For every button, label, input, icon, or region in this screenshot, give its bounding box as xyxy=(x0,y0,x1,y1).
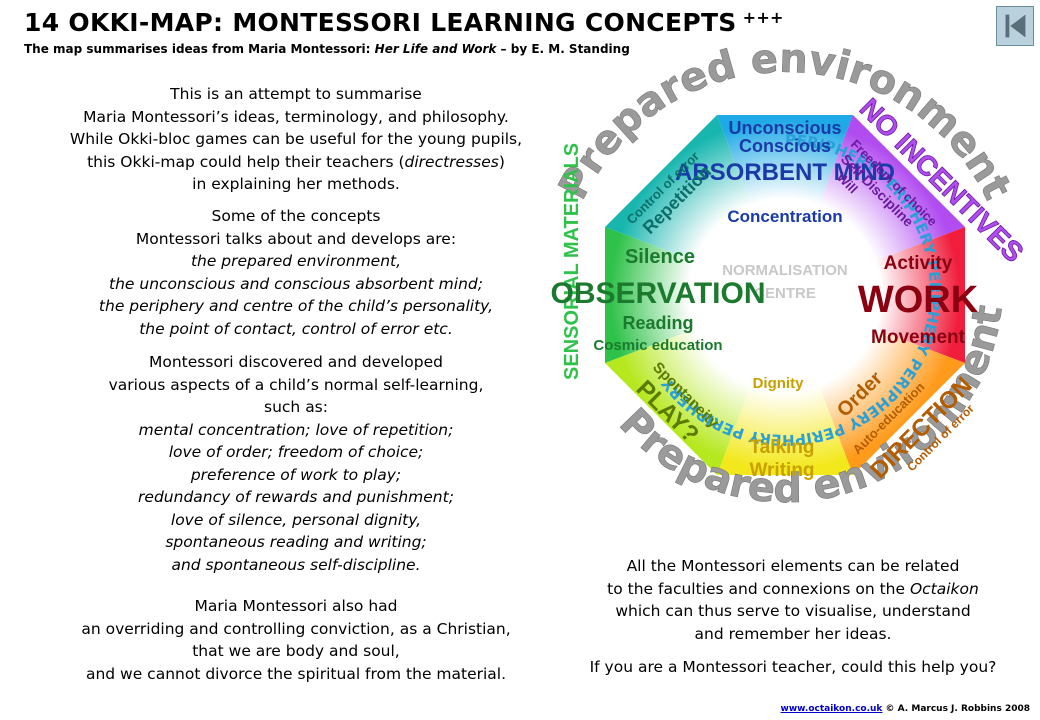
intro-paragraph: This is an attempt to summarise Maria Mo… xyxy=(36,83,556,196)
aspects-intro-line: various aspects of a child’s normal self… xyxy=(108,375,484,394)
conviction-line: that we are body and soul, xyxy=(192,642,400,660)
centre-label-1: NORMALISATION xyxy=(722,262,848,279)
concentration-label: Concentration xyxy=(727,207,842,226)
subtitle-book: Her Life and Work xyxy=(374,42,497,56)
aspect-item: redundancy of rewards and punishment; xyxy=(138,488,454,506)
conviction-paragraph: Maria Montessori also had an overriding … xyxy=(36,595,556,685)
aspect-item: spontaneous reading and writing; xyxy=(165,533,427,551)
question-text: If you are a Montessori teacher, could t… xyxy=(589,658,997,676)
writing-label: Writing xyxy=(749,460,814,481)
activity-label: Activity xyxy=(884,253,953,274)
back-button[interactable] xyxy=(996,6,1034,46)
copyright-text: © A. Marcus J. Robbins 2008 xyxy=(882,704,1030,714)
aspect-item: love of order; freedom of choice; xyxy=(168,443,424,461)
intro-line: this Okki-map could help their teachers … xyxy=(87,152,505,171)
talking-label: Talking xyxy=(749,437,814,458)
concept-item: the periphery and centre of the child’s … xyxy=(98,297,494,315)
conviction-line: an overriding and controlling conviction… xyxy=(81,619,511,638)
octaikon-diagram: Prepared environment Prepared environmen… xyxy=(550,35,1030,512)
centre-label-2: CENTRE xyxy=(754,285,816,302)
octaikon-link[interactable]: www.octaikon.co.uk xyxy=(780,704,883,714)
page-title: 14 OKKI-MAP: MONTESSORI LEARNING CONCEPT… xyxy=(24,8,784,37)
conviction-line: and we cannot divorce the spiritual from… xyxy=(85,664,507,683)
aspect-item: love of silence, personal dignity, xyxy=(170,510,422,529)
title-suffix: +++ xyxy=(742,8,784,27)
conviction-line: Maria Montessori also had xyxy=(194,597,398,615)
intro-line: While Okki-bloc games can be useful for … xyxy=(69,130,523,148)
page-subtitle: The map summarises ideas from Maria Mont… xyxy=(24,42,630,56)
concept-item: the unconscious and conscious absorbent … xyxy=(109,274,483,293)
aspects-intro-line: such as: xyxy=(264,398,328,416)
octaikon-line: which can thus serve to visualise, under… xyxy=(615,602,971,620)
concept-item: the point of contact, control of error e… xyxy=(139,319,453,338)
work-label: WORK xyxy=(858,279,979,321)
subtitle-prefix: The map summarises ideas from Maria Mont… xyxy=(24,42,375,56)
observation-label: OBSERVATION xyxy=(550,277,765,310)
aspects-paragraph: Montessori discovered and developed vari… xyxy=(36,351,556,576)
title-text: 14 OKKI-MAP: MONTESSORI LEARNING CONCEPT… xyxy=(24,8,737,37)
intro-line: This is an attempt to summarise xyxy=(170,85,422,103)
octaikon-paragraph: All the Montessori elements can be relat… xyxy=(548,555,1038,645)
sensorial-materials-label: SENSORIAL MATERIALS xyxy=(561,143,583,380)
cosmic-education-label: Cosmic education xyxy=(593,337,722,354)
aspects-intro-line: Montessori discovered and developed xyxy=(149,353,443,371)
unconscious-label: Unconscious xyxy=(728,118,841,138)
centre-glow xyxy=(610,120,960,470)
concepts-intro-line: Montessori talks about and develops are: xyxy=(135,229,457,248)
dignity-label: Dignity xyxy=(753,375,804,392)
octaikon-line: All the Montessori elements can be relat… xyxy=(626,557,960,575)
footer-credit: www.octaikon.co.uk © A. Marcus J. Robbin… xyxy=(781,704,1030,714)
intro-line: Maria Montessori’s ideas, terminology, a… xyxy=(83,107,509,126)
movement-label: Movement xyxy=(871,327,966,348)
octaikon-line: and remember her ideas. xyxy=(694,624,892,643)
silence-label: Silence xyxy=(625,246,695,268)
concepts-intro-line: Some of the concepts xyxy=(211,207,381,225)
concept-item: the prepared environment, xyxy=(190,252,402,270)
aspect-item: and spontaneous self-discipline. xyxy=(171,555,421,574)
absorbent-mind-label: ABSORBENT MIND xyxy=(675,159,895,186)
intro-line: in explaining her methods. xyxy=(192,175,400,193)
teacher-question: If you are a Montessori teacher, could t… xyxy=(548,656,1038,679)
concepts-paragraph: Some of the concepts Montessori talks ab… xyxy=(36,205,556,340)
subtitle-suffix: – by E. M. Standing xyxy=(496,42,630,56)
octaikon-line: to the faculties and connexions on the O… xyxy=(607,579,979,598)
conscious-label: Conscious xyxy=(739,136,831,156)
aspect-item: mental concentration; love of repetition… xyxy=(138,420,454,439)
skip-back-icon xyxy=(1005,14,1026,38)
reading-label: Reading xyxy=(622,313,693,333)
aspect-item: preference of work to play; xyxy=(190,465,402,484)
